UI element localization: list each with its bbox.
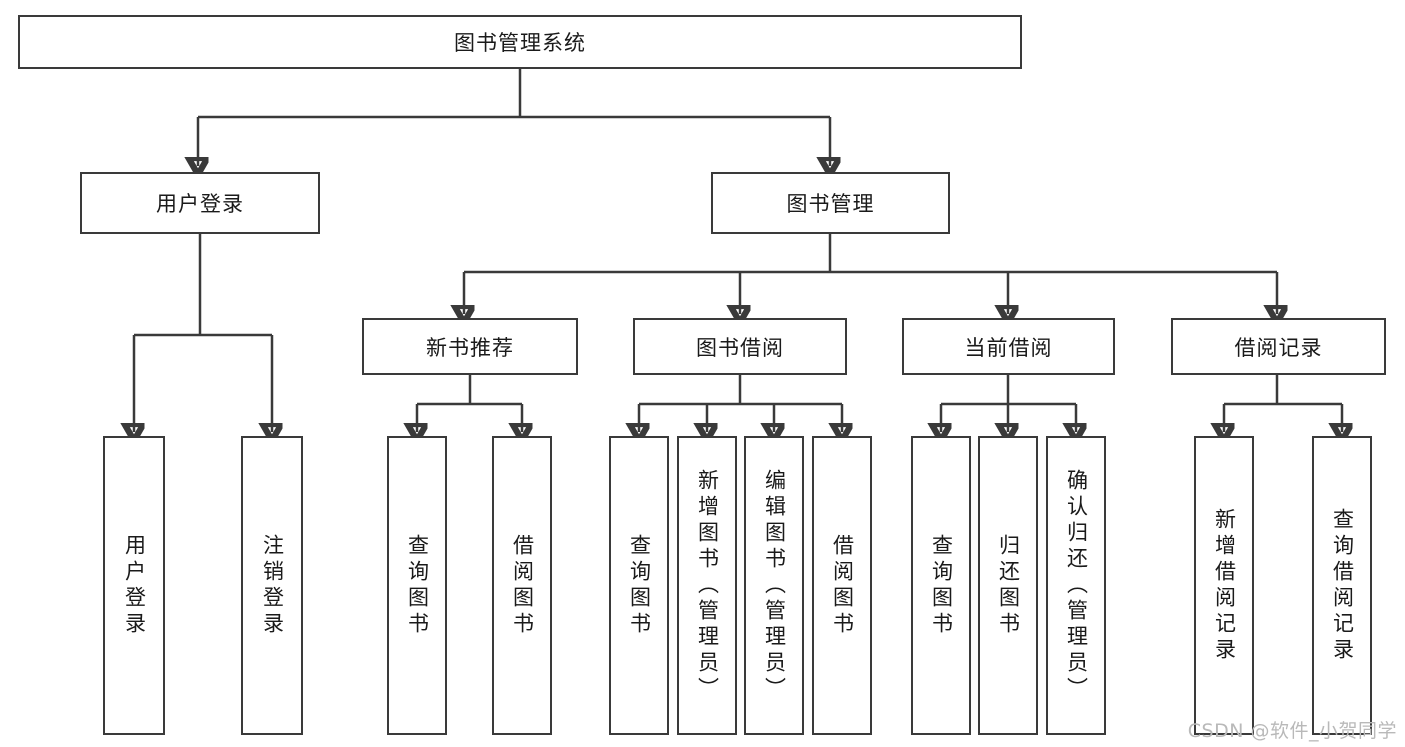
leaf-add-book-label: 新增图书（管理员）	[695, 468, 720, 703]
node-user-login-label: 用户登录	[156, 192, 244, 216]
node-book-borrow[interactable]: 图书借阅	[633, 318, 847, 375]
leaf-query-book-1-label: 查询图书	[405, 533, 430, 638]
node-current-borrow-label: 当前借阅	[964, 335, 1053, 360]
leaf-borrow-book-1-label: 借阅图书	[510, 533, 535, 638]
leaf-query-book-1[interactable]: 查询图书	[387, 436, 447, 735]
node-borrow-record[interactable]: 借阅记录	[1171, 318, 1386, 375]
node-new-book-recommend[interactable]: 新书推荐	[362, 318, 578, 375]
node-book-manage-label: 图书管理	[786, 192, 875, 216]
leaf-borrow-book-2-label: 借阅图书	[830, 533, 855, 638]
node-root[interactable]: 图书管理系统	[18, 15, 1022, 69]
node-book-manage[interactable]: 图书管理	[711, 172, 950, 234]
leaf-query-record-label: 查询借阅记录	[1330, 507, 1355, 664]
leaf-edit-book[interactable]: 编辑图书（管理员）	[744, 436, 804, 735]
leaf-confirm-return[interactable]: 确认归还（管理员）	[1046, 436, 1106, 735]
leaf-query-book-2[interactable]: 查询图书	[609, 436, 669, 735]
leaf-add-book[interactable]: 新增图书（管理员）	[677, 436, 737, 735]
watermark: CSDN @软件_小贺同学	[1187, 720, 1397, 742]
leaf-query-book-3-label: 查询图书	[929, 533, 954, 638]
leaf-query-book-2-label: 查询图书	[627, 533, 652, 638]
node-borrow-record-label: 借阅记录	[1234, 335, 1323, 360]
leaf-return-book-label: 归还图书	[996, 533, 1021, 638]
node-user-login[interactable]: 用户登录	[80, 172, 320, 234]
node-current-borrow[interactable]: 当前借阅	[902, 318, 1115, 375]
node-book-borrow-label: 图书借阅	[696, 335, 784, 360]
leaf-borrow-book-1[interactable]: 借阅图书	[492, 436, 552, 735]
leaf-query-book-3[interactable]: 查询图书	[911, 436, 971, 735]
leaf-borrow-book-2[interactable]: 借阅图书	[812, 436, 872, 735]
leaf-user-login-label: 用户登录	[122, 533, 147, 638]
leaf-edit-book-label: 编辑图书（管理员）	[762, 468, 787, 703]
node-root-label: 图书管理系统	[454, 31, 586, 55]
leaf-user-login[interactable]: 用户登录	[103, 436, 165, 735]
leaf-add-record[interactable]: 新增借阅记录	[1194, 436, 1254, 735]
leaf-return-book[interactable]: 归还图书	[978, 436, 1038, 735]
leaf-confirm-return-label: 确认归还（管理员）	[1064, 468, 1089, 703]
leaf-logout-label: 注销登录	[260, 533, 285, 638]
leaf-add-record-label: 新增借阅记录	[1212, 507, 1237, 664]
node-new-book-recommend-label: 新书推荐	[426, 335, 514, 360]
leaf-query-record[interactable]: 查询借阅记录	[1312, 436, 1372, 735]
leaf-logout[interactable]: 注销登录	[241, 436, 303, 735]
